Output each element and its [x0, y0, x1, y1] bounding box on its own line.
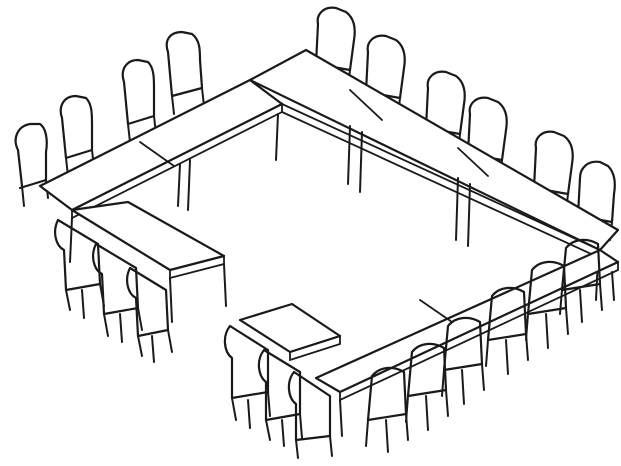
chair: [16, 124, 48, 206]
chair: [167, 32, 204, 114]
table: [250, 50, 618, 300]
table: [240, 304, 340, 360]
table: [316, 250, 618, 436]
chair: [93, 244, 142, 342]
chair: [366, 368, 408, 452]
chair: [289, 372, 332, 458]
table: [72, 202, 226, 322]
chair: [225, 326, 270, 428]
chair-group-front-bottom: [225, 240, 602, 458]
chair: [127, 268, 172, 362]
